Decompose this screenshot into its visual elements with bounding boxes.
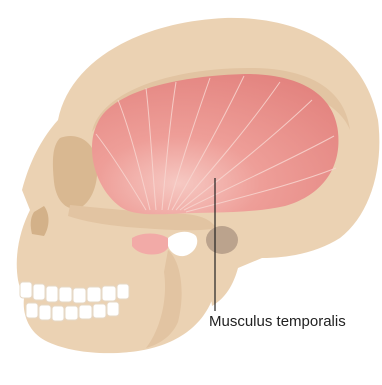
tmj-joint	[206, 226, 238, 254]
muscle-label: Musculus temporalis	[209, 313, 346, 330]
